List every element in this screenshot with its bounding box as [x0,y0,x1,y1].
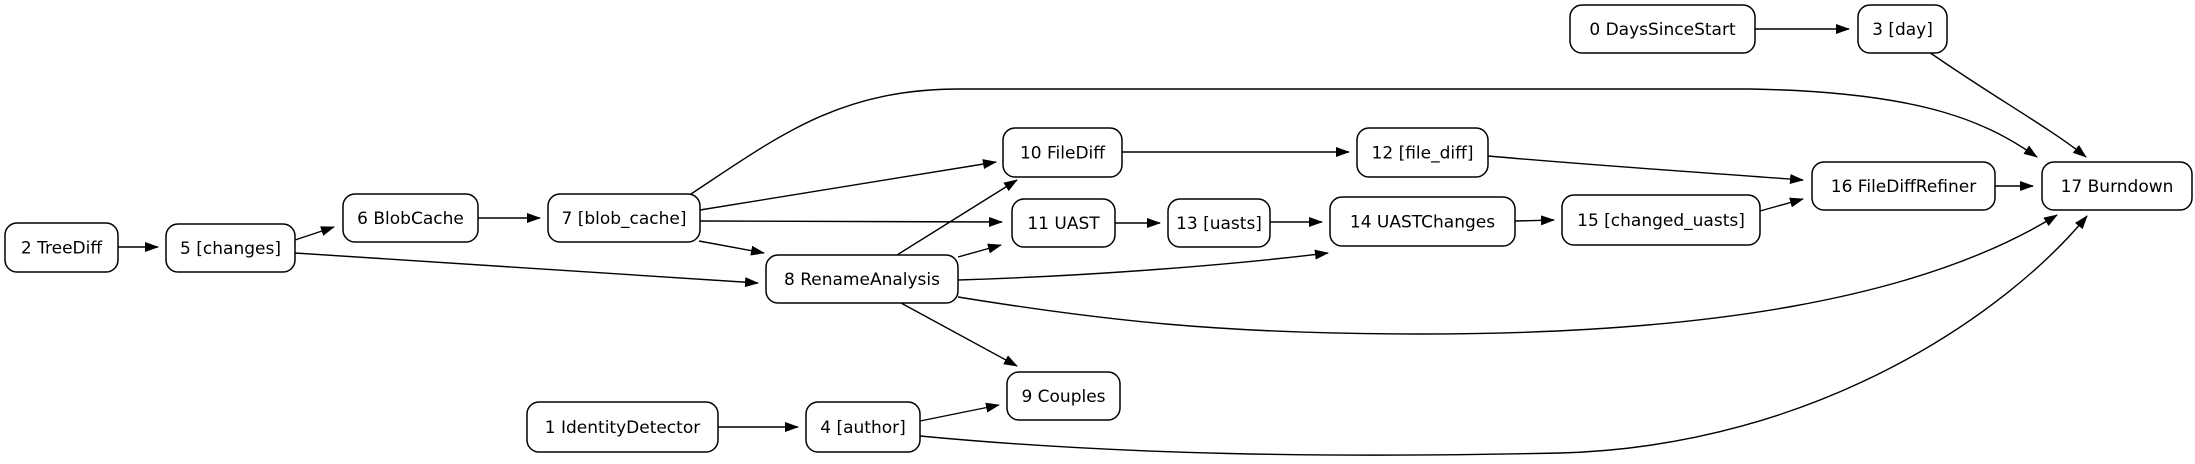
edge-8-to-10 [896,179,1018,256]
node-10-box [1002,127,1123,178]
edge-layer [118,24,2088,456]
node-0: 0 DaysSinceStart [1569,4,1756,54]
node-12: 12 [file_diff] [1356,127,1489,178]
node-7: 7 [blob_cache] [547,193,701,243]
node-6: 6 BlobCache [342,193,479,243]
node-5: 5 [changes] [165,223,296,273]
edge-8-to-11 [957,243,1002,258]
edge-3-to-17 [1928,51,2087,158]
node-11-box [1011,198,1116,248]
node-7-box [547,193,701,243]
node-14-box [1329,196,1516,247]
edge-7-to-10 [699,159,997,211]
node-6-box [342,193,479,243]
node-5-label: 5 [changes] [180,239,281,259]
node-4-box [805,401,921,453]
edge-8-to-17 [957,214,2058,335]
node-12-box [1356,127,1489,178]
node-1-label: 1 IdentityDetector [545,418,700,438]
node-15-label: 15 [changed_uasts] [1577,211,1745,231]
node-9-label: 9 Couples [1021,387,1105,407]
node-3-label: 3 [day] [1872,20,1933,40]
node-17: 17 Burndown [2041,161,2193,211]
edge-14-to-15 [1514,215,1555,226]
node-5-box [165,223,296,273]
node-4: 4 [author] [805,401,921,453]
node-3-box [1857,4,1948,54]
edge-5-to-8 [294,252,759,288]
node-15-box [1561,194,1761,246]
node-11: 11 UAST [1011,198,1116,248]
node-6-label: 6 BlobCache [357,209,464,229]
node-0-box [1569,4,1756,54]
node-10: 10 FileDiff [1002,127,1123,178]
node-12-label: 12 [file_diff] [1372,144,1474,164]
node-layer: 0 DaysSinceStart 3 [day] 2 TreeDiff 5 [chan… [4,4,2193,453]
node-16-box [1811,161,1996,211]
edge-7-to-8 [698,240,765,256]
node-11-label: 11 UAST [1027,214,1100,234]
node-17-label: 17 Burndown [2061,177,2174,197]
node-0-label: 0 DaysSinceStart [1589,20,1736,40]
edge-4-to-17 [919,215,2088,456]
node-8-label: 8 RenameAnalysis [784,270,940,290]
node-8-box [765,254,959,304]
edge-5-to-6 [294,226,335,241]
node-9-box [1006,371,1121,421]
node-1-box [526,401,719,453]
edge-7-to-11 [699,216,1003,227]
node-3: 3 [day] [1857,4,1948,54]
node-16-label: 16 FileDiffRefiner [1831,177,1976,197]
edge-15-to-16 [1759,197,1804,212]
node-13: 13 [uasts] [1167,198,1271,248]
node-2-label: 2 TreeDiff [21,239,103,259]
node-1: 1 IdentityDetector [526,401,719,453]
node-9: 9 Couples [1006,371,1121,421]
node-8: 8 RenameAnalysis [765,254,959,304]
node-2: 2 TreeDiff [4,222,119,273]
edge-4-to-9 [919,402,1000,422]
node-17-box [2041,161,2193,211]
node-15: 15 [changed_uasts] [1561,194,1761,246]
node-10-label: 10 FileDiff [1020,144,1106,164]
node-16: 16 FileDiffRefiner [1811,161,1996,211]
node-14-label: 14 UASTChanges [1350,213,1495,233]
node-2-box [4,222,119,273]
node-14: 14 UASTChanges [1329,196,1516,247]
edge-12-to-16 [1487,155,1804,185]
node-7-label: 7 [blob_cache] [561,209,686,229]
edge-8-to-9 [900,302,1018,367]
node-4-label: 4 [author] [820,418,906,438]
edge-8-to-14 [957,249,1329,281]
edge-7-to-17 [690,88,2038,195]
node-13-box [1167,198,1271,248]
node-13-label: 13 [uasts] [1176,214,1262,234]
